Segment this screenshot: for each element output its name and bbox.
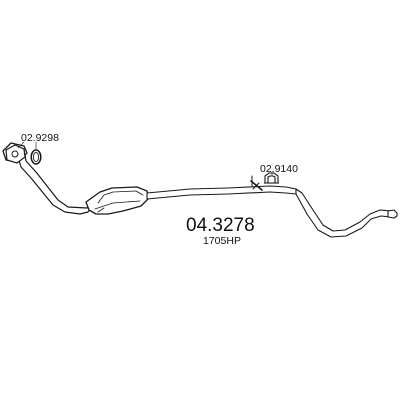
front-pipe	[17, 149, 97, 215]
gasket-code-label: 02.9298	[21, 132, 59, 144]
clamp-icon	[264, 172, 279, 184]
rear-pipe	[295, 188, 392, 238]
part-number: 04.3278	[186, 215, 255, 236]
rear-pipe-outlet	[387, 209, 398, 219]
pipe-hanger-bracket	[250, 175, 263, 191]
label-leaders	[17, 141, 273, 176]
catalytic-converter	[85, 186, 150, 215]
clamp-code-label: 02.9140	[260, 163, 298, 175]
exhaust-pipe-assembly	[2, 142, 398, 238]
catalog-code: 1705HP	[203, 235, 241, 247]
ring-clamp-icon	[30, 149, 42, 165]
middle-pipe	[146, 185, 297, 200]
gasket-icon	[5, 144, 26, 164]
